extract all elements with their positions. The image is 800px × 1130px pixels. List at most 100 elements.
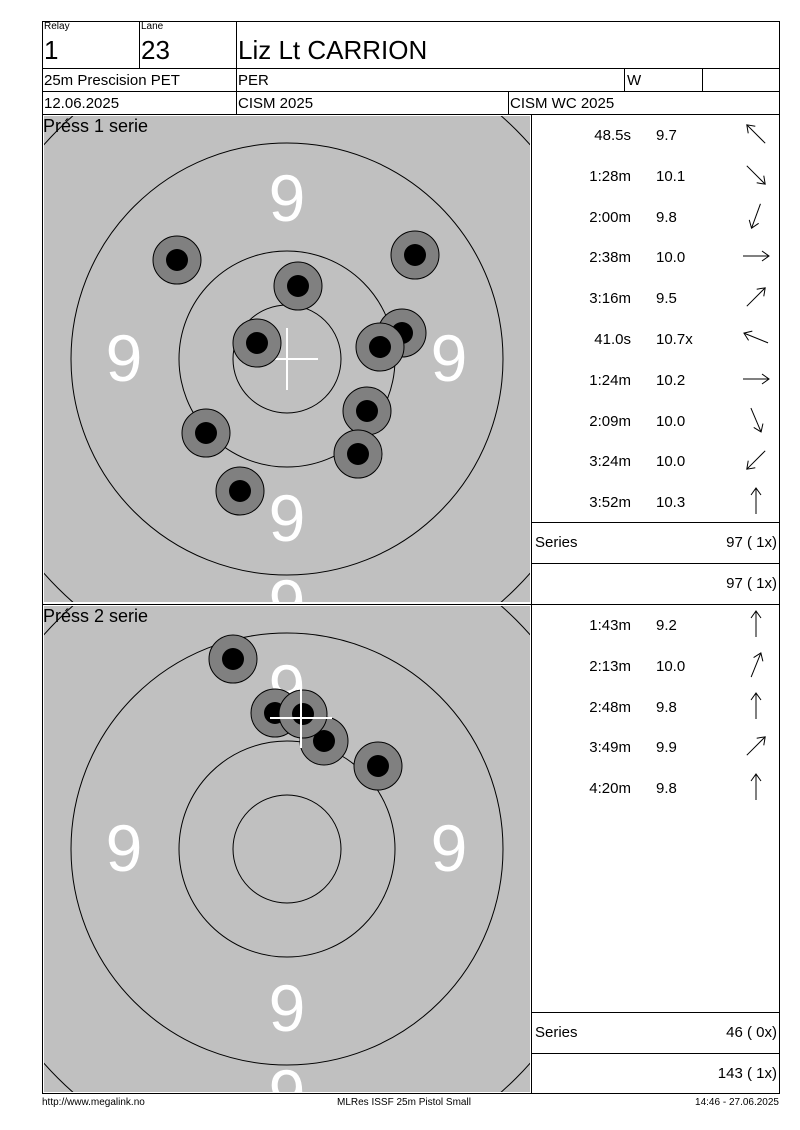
ring-8: [70, 632, 504, 1066]
shot-score: 9.8: [656, 780, 677, 798]
header-divider-3: [42, 114, 780, 115]
header-divider-1: [42, 68, 780, 69]
direction-arrow-icon: [743, 373, 770, 385]
series-1-title: Préss 1 serie: [43, 116, 149, 136]
shot-hole: [390, 230, 440, 280]
lane-value: 23: [141, 35, 170, 65]
direction-arrow-icon: [746, 450, 766, 471]
direction-arrow-icon: [746, 124, 766, 144]
ring-label-lower: 9: [269, 566, 306, 602]
shot-time: 2:48m: [589, 698, 631, 716]
gender: W: [627, 72, 642, 89]
shot-time: 1:43m: [589, 617, 631, 634]
competition: CISM 2025: [238, 95, 314, 112]
shot-score: 9.7: [656, 127, 677, 144]
direction-arrow-icon: [750, 651, 764, 678]
shot-hole: [208, 634, 258, 684]
shot-score: 10.0: [656, 453, 686, 471]
shot-score: 10.0: [656, 657, 686, 675]
shot-time: 3:49m: [589, 739, 631, 757]
direction-arrow-icon: [743, 250, 770, 262]
direction-arrow-icon: [750, 773, 762, 801]
shot-time: 3:24m: [589, 453, 631, 471]
shot-row: 4:20m 9.8: [533, 768, 779, 808]
shot-score: 10.2: [656, 371, 686, 389]
relay-value: 1: [44, 35, 59, 65]
shot-score: 10.1: [656, 167, 686, 185]
shot-time: 3:52m: [589, 494, 631, 512]
shot-time: 3:16m: [589, 290, 631, 308]
series-1-label: Series: [535, 534, 578, 551]
shot-time: 2:38m: [589, 249, 631, 267]
shot-time: 2:09m: [589, 412, 631, 430]
shot-score: 10.7x: [656, 331, 693, 348]
shot-time: 1:28m: [589, 167, 631, 185]
shot-hole: [355, 322, 405, 372]
series-1-total-divider-mid: [531, 563, 780, 564]
shot-time: 4:20m: [589, 780, 631, 798]
header-vdivider-name: [236, 21, 237, 114]
shot-time: 2:00m: [589, 208, 631, 226]
target-series-1: 9 9 9 9 9: [44, 116, 530, 602]
shot-hole: [333, 429, 383, 479]
header-vdivider-blank: [702, 68, 703, 91]
shot-score: 9.2: [656, 617, 677, 634]
shot-hole: [215, 466, 265, 516]
direction-arrow-icon: [750, 691, 762, 719]
footer-timestamp: 14:46 - 27.06.2025: [695, 1097, 779, 1108]
shot-row: 2:09m 10.0: [533, 401, 779, 441]
shot-row: 3:49m 9.9: [533, 727, 779, 767]
shot-hole: [278, 689, 328, 739]
direction-arrow-icon: [746, 165, 766, 185]
footer-url[interactable]: http://www.megalink.no: [42, 1097, 145, 1108]
target-series-2: 9 9 9 9 9: [44, 606, 530, 1092]
shot-row: 2:38m 10.0: [533, 237, 779, 277]
shot-row: 48.5s 9.7: [533, 115, 779, 155]
shot-time: 48.5s: [594, 127, 631, 144]
shot-hole: [232, 318, 282, 368]
series-2-total-divider-top: [531, 1012, 780, 1013]
shooter-name: Liz Lt CARRION: [238, 35, 428, 65]
shot-score: 9.8: [656, 208, 677, 226]
shot-score: 9.8: [656, 698, 677, 716]
shot-time: 41.0s: [594, 331, 631, 348]
ring-label-top: 9: [269, 161, 306, 235]
shot-score: 9.5: [656, 290, 677, 308]
series-2-total: 46 ( 0x): [726, 1024, 777, 1041]
footer-software: MLRes ISSF 25m Pistol Small: [337, 1097, 471, 1108]
series-2-title: Préss 2 serie: [43, 606, 149, 626]
direction-arrow-icon: [750, 610, 762, 637]
header-vdivider-gender: [624, 68, 625, 91]
ring-label-bottom: 9: [269, 971, 306, 1045]
direction-arrow-icon: [743, 330, 769, 344]
relay-label: Relay: [44, 21, 70, 32]
series-1-total: 97 ( 1x): [726, 534, 777, 551]
ring-9: [178, 740, 396, 958]
ring-label-lower: 9: [269, 1056, 306, 1092]
shot-hole: [353, 741, 403, 791]
shots-series-1: [152, 230, 440, 516]
shot-score: 10.0: [656, 249, 686, 267]
shot-row: 1:28m 10.1: [533, 156, 779, 196]
header-vdivider-match: [508, 91, 509, 114]
shot-score: 10.0: [656, 412, 686, 430]
header-vdivider-relay: [139, 21, 140, 68]
shot-hole: [181, 408, 231, 458]
score-sheet: [42, 21, 780, 1094]
shot-hole: [273, 261, 323, 311]
series-1-running-total: 97 ( 1x): [726, 575, 777, 592]
direction-arrow-icon: [750, 487, 762, 515]
nation: PER: [238, 72, 269, 89]
shot-hole: [342, 386, 392, 436]
direction-arrow-icon: [746, 287, 766, 307]
series-2-total-divider-mid: [531, 1053, 780, 1054]
ring-10: [232, 794, 342, 904]
shot-row: 1:43m 9.2: [533, 605, 779, 645]
shot-hole: [152, 235, 202, 285]
shot-score: 9.9: [656, 739, 677, 757]
shot-row: 41.0s 10.7x: [533, 319, 779, 359]
header-divider-2: [42, 91, 780, 92]
grand-total: 143 ( 1x): [717, 1065, 777, 1082]
